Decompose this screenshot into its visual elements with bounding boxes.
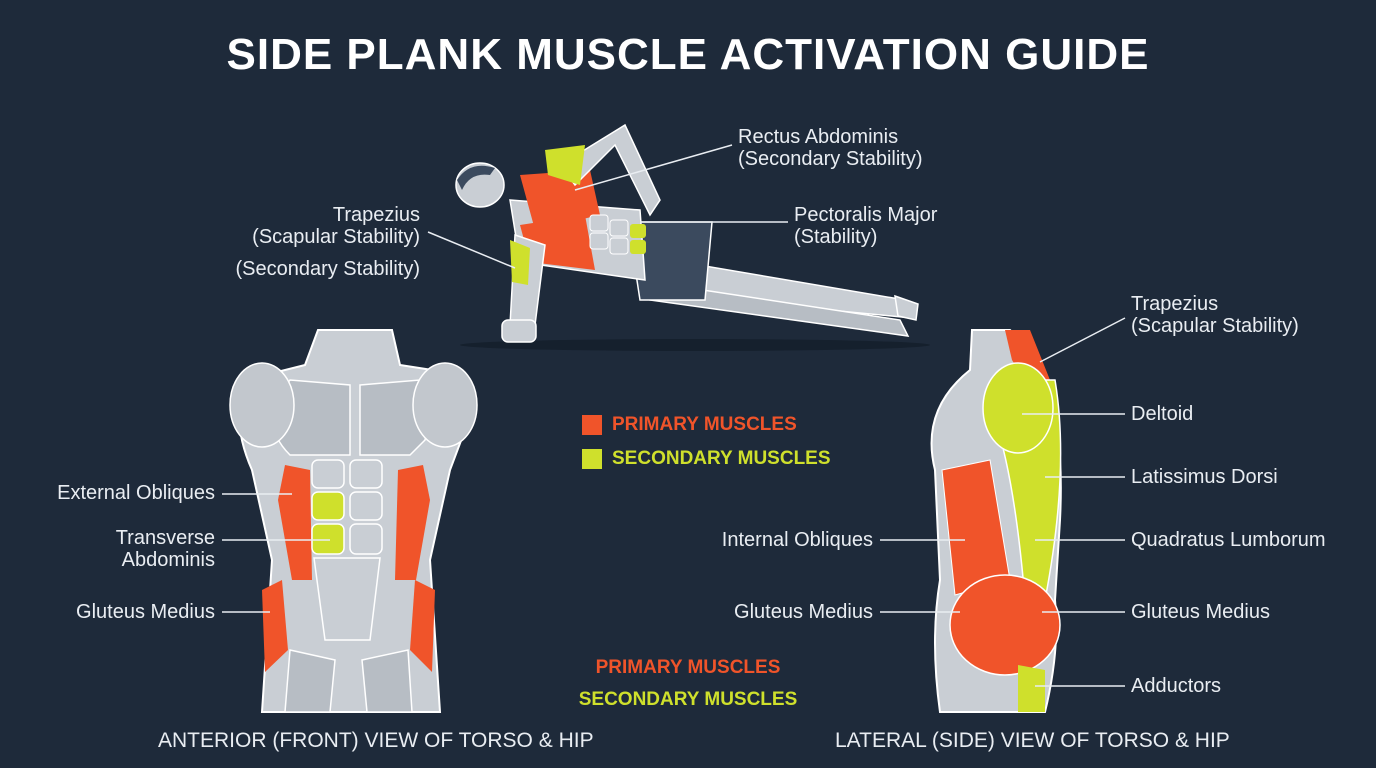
page-title: SIDE PLANK MUSCLE ACTIVATION GUIDE [226, 30, 1150, 79]
label-transverse-abdominis: Transverse Abdominis [20, 527, 215, 571]
secondary-swatch [582, 449, 602, 469]
label-pectoralis-major: Pectoralis Major (Stability) [794, 204, 937, 248]
legend-center-secondary: SECONDARY MUSCLES [582, 448, 831, 470]
label-plank-trapezius: Trapezius (Scapular Stability) (Secondar… [220, 204, 420, 280]
side-plank-figure [455, 123, 930, 351]
leader-lines [222, 144, 1126, 687]
label-transverse-line2: Abdominis [121, 549, 215, 571]
legend-center-secondary-label: SECONDARY MUSCLES [612, 448, 831, 469]
label-plank-trapezius-extra: (Secondary Stability) [235, 258, 420, 280]
label-rectus-name: Rectus Abdominis [738, 126, 899, 148]
label-latissimus-dorsi: Latissimus Dorsi [1131, 466, 1278, 488]
label-anterior-gluteus-medius: Gluteus Medius [76, 601, 215, 623]
legend-bottom-secondary: SECONDARY MUSCLES [578, 689, 798, 710]
legend-center-primary: PRIMARY MUSCLES [582, 414, 797, 436]
label-pectoralis-role: (Stability) [794, 226, 878, 248]
label-rectus-abdominis: Rectus Abdominis (Secondary Stability) [738, 126, 923, 170]
primary-swatch [582, 415, 602, 435]
legend-bottom-primary: PRIMARY MUSCLES [595, 657, 781, 678]
label-lateral-trapezius-role: (Scapular Stability) [1131, 315, 1299, 337]
label-pectoralis-name: Pectoralis Major [794, 204, 938, 226]
legend-center-primary-label: PRIMARY MUSCLES [612, 414, 797, 435]
label-rectus-role: (Secondary Stability) [738, 148, 923, 170]
label-transverse-line1: Transverse [115, 527, 215, 549]
label-lateral-gluteus-left: Gluteus Medius [734, 601, 873, 623]
label-adductors: Adductors [1131, 675, 1222, 697]
lateral-torso-figure [930, 329, 1062, 713]
label-plank-trapezius-name: Trapezius [332, 204, 420, 226]
label-lateral-trapezius-name: Trapezius [1131, 293, 1219, 315]
label-internal-obliques: Internal Obliques [721, 529, 873, 551]
label-external-obliques: External Obliques [57, 482, 215, 504]
label-lateral-trapezius: Trapezius (Scapular Stability) [1131, 293, 1299, 337]
lateral-caption: LATERAL (SIDE) VIEW OF TORSO & HIP [835, 729, 1230, 752]
label-plank-trapezius-role: (Scapular Stability) [252, 226, 420, 248]
anterior-caption: ANTERIOR (FRONT) VIEW OF TORSO & HIP [158, 729, 594, 752]
label-quadratus-lumborum: Quadratus Lumborum [1131, 529, 1326, 551]
label-deltoid: Deltoid [1131, 403, 1194, 425]
label-lateral-gluteus-right: Gluteus Medius [1131, 601, 1270, 623]
anterior-torso-figure [229, 329, 478, 713]
